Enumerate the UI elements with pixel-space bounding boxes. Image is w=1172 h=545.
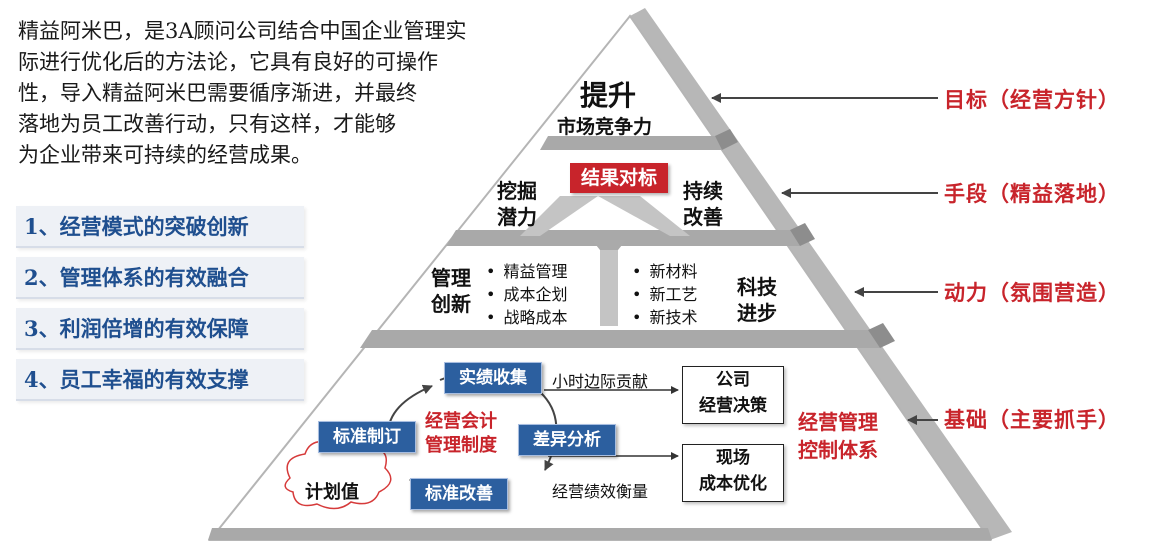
point-1: 1、经营模式的突破创新 — [16, 206, 304, 248]
technology-items-list: 新材料 新工艺 新技术 — [632, 260, 697, 329]
plan-value-label: 计划值 — [305, 482, 359, 503]
technology-item: 新工艺 — [632, 283, 697, 306]
site-cost-optimization-box: 现场 成本优化 — [682, 444, 784, 502]
means-label: 手段（精益落地） — [944, 181, 1120, 206]
company-decision-box: 公司 经营决策 — [682, 366, 784, 424]
management-item: 精益管理 — [486, 260, 567, 283]
standard-formulation-box: 标准制订 — [318, 421, 416, 453]
tier3-divider-top — [592, 240, 626, 250]
intro-paragraph: 精益阿米巴，是3A顾问公司结合中国企业管理实 际进行优化后的方法论，它具有良好的… — [18, 16, 538, 171]
tier-band-2-side — [790, 223, 815, 246]
performance-collection-box: 实绩收集 — [444, 362, 542, 394]
technology-item: 新技术 — [632, 306, 697, 329]
result-benchmark-box: 结果对标 — [570, 163, 668, 193]
top-subtitle: 市场竞争力 — [557, 116, 653, 138]
tier-band-1 — [540, 136, 722, 150]
point-3: 3、利润倍增的有效保障 — [16, 308, 304, 350]
tier-band-1-side — [715, 129, 738, 150]
drive-label: 动力（氛围营造） — [944, 280, 1120, 305]
performance-measure-label: 经营绩效衡量 — [552, 482, 649, 501]
technology-item: 新材料 — [632, 260, 697, 283]
foundation-label: 基础（主要抓手） — [944, 407, 1120, 432]
goal-label: 目标（经营方针） — [944, 87, 1120, 112]
variance-analysis-box: 差异分析 — [518, 424, 616, 456]
hour-margin-label: 小时边际贡献 — [552, 372, 649, 391]
management-item: 成本企划 — [486, 283, 567, 306]
control-system-label: 经营管理 控制体系 — [798, 410, 878, 462]
plan-cloud — [284, 438, 392, 510]
intro-line: 际进行优化后的方法论，它具有良好的可操作 — [18, 50, 438, 74]
tier-band-3-side — [868, 323, 895, 348]
tier2-divider-right — [598, 196, 690, 236]
continuous-improvement-label: 持续 改善 — [683, 179, 723, 229]
management-accounting-label: 经营会计 管理制度 — [425, 411, 497, 456]
tap-potential-label: 挖掘 潜力 — [497, 179, 537, 229]
intro-line: 精益阿米巴，是3A顾问公司结合中国企业管理实 — [18, 19, 467, 43]
intro-line: 性，导入精益阿米巴需要循序渐进，并最终 — [18, 81, 417, 105]
management-items-list: 精益管理 成本企划 战略成本 — [486, 260, 567, 329]
intro-line: 落地为员工改善行动，只有这样，才能够 — [18, 112, 396, 136]
tier-band-4 — [208, 528, 992, 540]
tier2-divider-left — [520, 196, 598, 236]
point-4: 4、员工幸福的有效支撑 — [16, 359, 304, 401]
management-item: 战略成本 — [486, 306, 567, 329]
point-2: 2、管理体系的有效融合 — [16, 257, 304, 299]
tier3-divider — [600, 240, 618, 326]
intro-line: 为企业带来可持续的经营成果。 — [18, 143, 312, 167]
management-innovation-label: 管理 创新 — [431, 266, 471, 316]
tier-band-3 — [360, 330, 880, 348]
top-title: 提升 — [580, 79, 637, 112]
tech-progress-label: 科技 进步 — [737, 275, 777, 325]
standard-improvement-box: 标准改善 — [410, 478, 508, 510]
